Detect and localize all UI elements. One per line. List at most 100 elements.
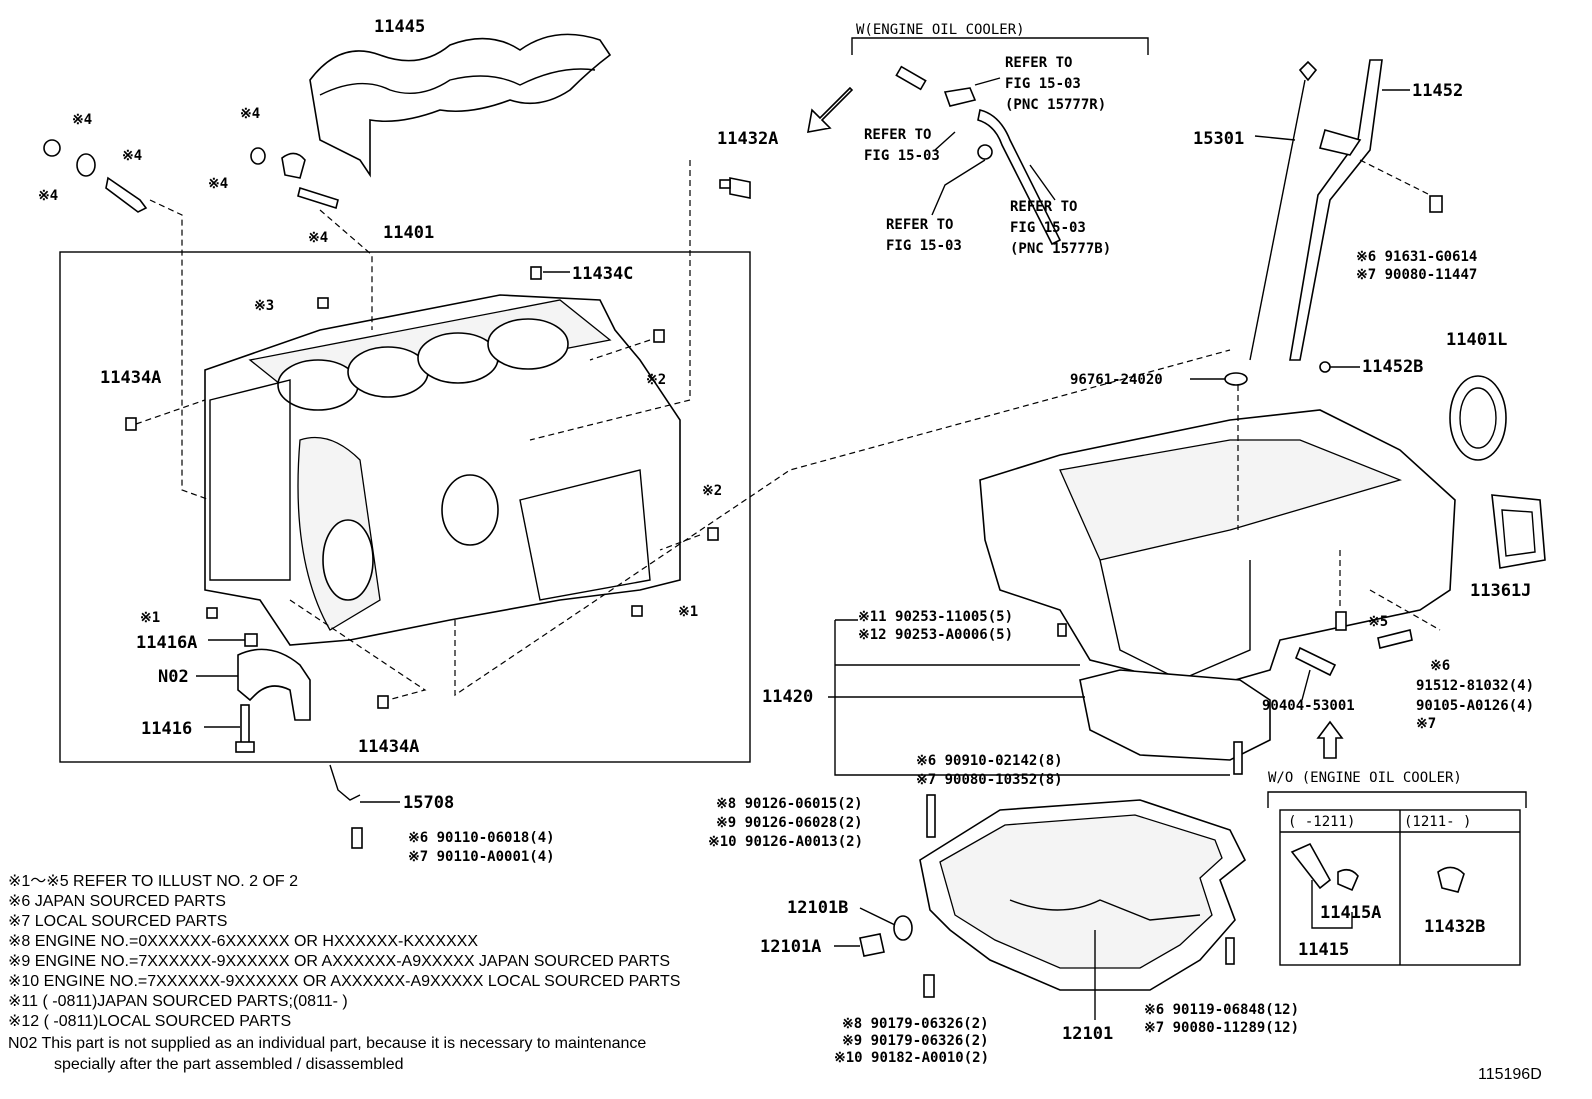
mark-2-b: ※2	[702, 483, 722, 499]
figure-id: 115196D	[1478, 1066, 1542, 1083]
bolt-11416[interactable]	[240, 704, 250, 748]
bolt-91512[interactable]	[1377, 629, 1413, 649]
union-bolt-mark4[interactable]	[105, 176, 148, 213]
oil-pan-12101[interactable]	[919, 799, 1247, 991]
ref-90126-06015: ※8 90126-06015(2)	[716, 796, 863, 812]
pin-mark1-left[interactable]	[206, 607, 218, 619]
pin-mark1-right[interactable]	[631, 605, 643, 617]
cover-11361J[interactable]	[1491, 494, 1546, 569]
stud-90126[interactable]	[926, 794, 936, 838]
oil-pan-upper-11420[interactable]	[979, 409, 1456, 761]
union-90404[interactable]	[1294, 646, 1337, 677]
label-11434A-top: 11434A	[100, 368, 161, 388]
pin-11416A[interactable]	[244, 633, 258, 647]
dash-leader-a	[149, 199, 211, 501]
pin-mark2-right[interactable]	[707, 527, 719, 541]
dipstick-handle-15301[interactable]	[1298, 60, 1318, 82]
dash-leader-g	[289, 599, 427, 701]
gasket-cooler[interactable]	[943, 87, 977, 107]
dash-leader-b	[319, 209, 373, 330]
dipstick-rod	[1249, 79, 1306, 361]
oil-cooler-pipe[interactable]	[977, 109, 1062, 246]
cylinder-block-11401[interactable]	[204, 294, 681, 646]
label-11361J: 11361J	[1470, 581, 1531, 601]
ref-90105: 90105-A0126(4)	[1416, 698, 1534, 714]
dash-guide-bolt	[1359, 159, 1431, 196]
bolt-90910[interactable]	[1233, 741, 1243, 775]
leader-90404	[1301, 669, 1311, 701]
plug-12101A[interactable]	[859, 933, 885, 957]
oring-11452B[interactable]	[1319, 361, 1331, 373]
oring-96761[interactable]	[1224, 372, 1248, 386]
oil-seal-inner	[1459, 387, 1497, 449]
stud-mark5[interactable]	[1335, 611, 1347, 631]
bracket-mark4[interactable]	[281, 152, 306, 179]
leader-15301	[1254, 135, 1296, 141]
label-11416: 11416	[141, 719, 192, 739]
union-bolt-cooler[interactable]	[977, 144, 993, 160]
engine-cover-11445[interactable]	[309, 33, 612, 178]
stud-cooler[interactable]	[895, 65, 927, 91]
bearing-cap-n02	[237, 648, 311, 721]
pin-mark2-top[interactable]	[653, 329, 665, 343]
note-2: ※6 JAPAN SOURCED PARTS	[8, 893, 226, 910]
label-11434C: 11434C	[572, 264, 633, 284]
stud-90179[interactable]	[923, 974, 935, 998]
note-5: ※9 ENGINE NO.=7XXXXXX-9XXXXXX OR AXXXXXX…	[8, 953, 670, 970]
wo-col-header-2: (1211- )	[1404, 814, 1471, 830]
ref-mark7-90105: ※7	[1416, 716, 1436, 732]
pin-11434A-left[interactable]	[125, 417, 137, 431]
note-9: N02 This part is not supplied as an indi…	[8, 1035, 646, 1052]
label-11420: 11420	[762, 687, 813, 707]
plug-mark4-b[interactable]	[250, 147, 266, 165]
oil-seal-11401L[interactable]	[1449, 375, 1507, 461]
gasket-12101B[interactable]	[893, 915, 913, 941]
plug-11432A-stem	[719, 179, 731, 189]
mark-4-a: ※4	[72, 112, 92, 128]
mark-5: ※5	[1368, 614, 1388, 630]
label-11415A: 11415A	[1320, 903, 1381, 923]
plug-11432A[interactable]	[729, 177, 751, 199]
bolt-90119[interactable]	[1225, 937, 1235, 965]
pin-11434C[interactable]	[530, 266, 542, 280]
plug-mark4[interactable]	[43, 139, 61, 157]
ref-90253-A0006: ※12 90253-A0006(5)	[858, 627, 1013, 643]
refer4-l3: (PNC 15777B)	[1010, 241, 1111, 257]
note-10: specially after the part assembled / dis…	[54, 1056, 404, 1073]
refer2-l1: REFER TO	[864, 127, 931, 143]
pin-mark3[interactable]	[317, 297, 329, 309]
label-11401L: 11401L	[1446, 330, 1507, 350]
label-N02: N02	[158, 667, 189, 687]
leader-12101B	[859, 907, 896, 926]
bolt-91631[interactable]	[1429, 195, 1443, 213]
refer3-l2: FIG 15-03	[886, 238, 962, 254]
plug-11432B[interactable]	[1437, 866, 1465, 893]
leader-refer1	[974, 77, 1001, 86]
gasket-mark4[interactable]	[76, 153, 96, 177]
bolt-90110[interactable]	[351, 827, 363, 849]
leader-refer4	[1029, 164, 1056, 201]
gasket-11415A[interactable]	[1337, 868, 1359, 892]
sensor-15708[interactable]	[329, 764, 361, 801]
mark-3: ※3	[254, 298, 274, 314]
bolt-mark4[interactable]	[297, 186, 339, 210]
refer4-l2: FIG 15-03	[1010, 220, 1086, 236]
label-96761: 96761-24020	[1070, 372, 1163, 388]
dash-leader-c	[135, 399, 206, 425]
mark-1-b: ※1	[678, 604, 698, 620]
label-11452: 11452	[1412, 81, 1463, 101]
label-15708: 15708	[403, 793, 454, 813]
leader-11415	[1311, 880, 1353, 929]
note-6: ※10 ENGINE NO.=7XXXXXX-9XXXXXX OR AXXXXX…	[8, 973, 680, 990]
label-11416A: 11416A	[136, 633, 197, 653]
note-1: ※1～※5 REFER TO ILLUST NO. 2 OF 2	[8, 873, 298, 890]
ref-90126-A0013: ※10 90126-A0013(2)	[708, 834, 863, 850]
pin-11434A-bottom[interactable]	[377, 695, 389, 709]
leader-refer2	[934, 131, 956, 151]
dipstick-guide-11452[interactable]	[1289, 59, 1383, 361]
stud-90253[interactable]	[1057, 623, 1067, 637]
ref-mark6-91512: ※6	[1430, 658, 1450, 674]
mark-2-a: ※2	[646, 372, 666, 388]
refer1-l3: (PNC 15777R)	[1005, 97, 1106, 113]
union-11415[interactable]	[1290, 842, 1332, 890]
